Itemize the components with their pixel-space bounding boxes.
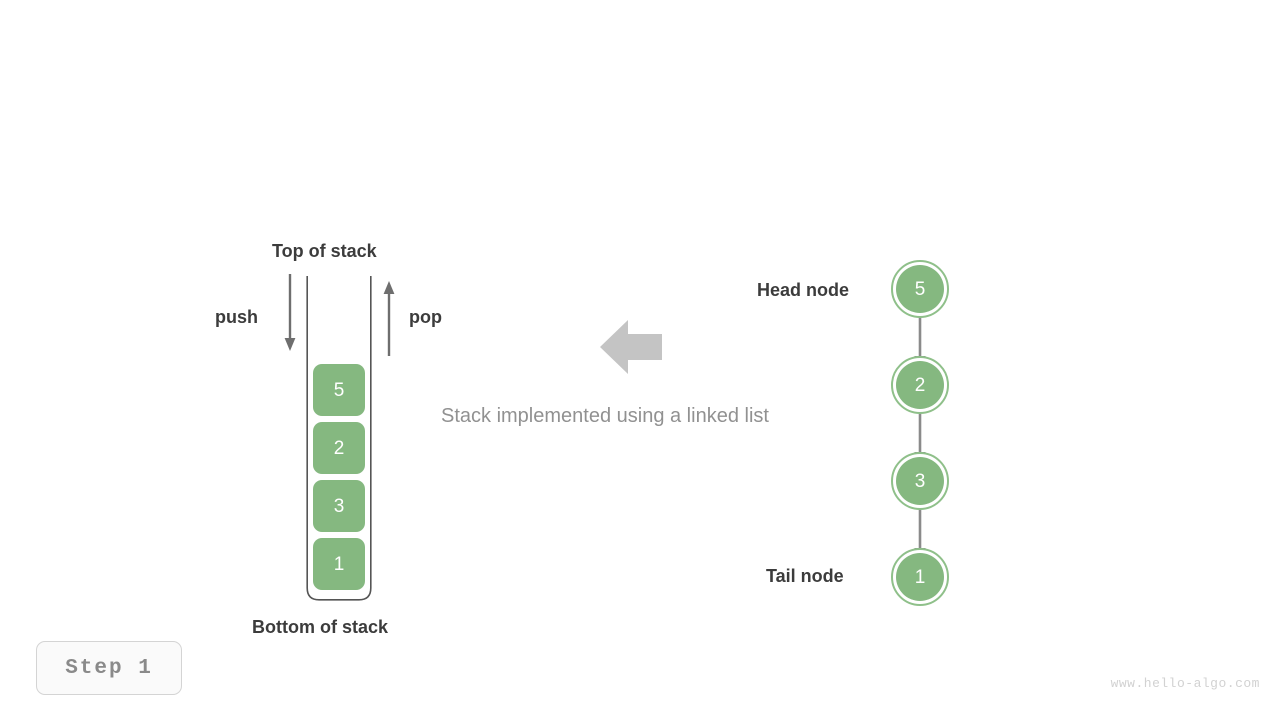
top-of-stack-label: Top of stack — [272, 241, 377, 261]
linked-list-node[interactable]: 2 — [891, 356, 949, 414]
bottom-of-stack-label: Bottom of stack — [252, 617, 389, 637]
left-arrow-icon — [600, 320, 662, 374]
diagram-caption: Stack implemented using a linked list — [441, 405, 769, 427]
stack-item[interactable]: 2 — [313, 422, 365, 474]
head-node-label: Head node — [757, 280, 850, 300]
node-value: 5 — [896, 265, 944, 313]
stack-item[interactable]: 1 — [313, 538, 365, 590]
step-badge: Step 1 — [36, 641, 182, 695]
node-value: 2 — [896, 361, 944, 409]
linked-list-node[interactable]: 5 — [891, 260, 949, 318]
stack-item-value: 2 — [333, 437, 345, 459]
push-label: push — [215, 307, 258, 327]
stack-container — [306, 276, 372, 601]
pop-arrow-icon — [383, 281, 395, 356]
stack-item[interactable]: 5 — [313, 364, 365, 416]
stack-item-value: 3 — [333, 495, 345, 517]
tail-node-label: Tail node — [766, 566, 844, 586]
linked-list-node[interactable]: 3 — [891, 452, 949, 510]
node-value: 3 — [896, 457, 944, 505]
pop-label: pop — [409, 307, 442, 327]
watermark: www.hello-algo.com — [1110, 676, 1260, 691]
linked-list-node[interactable]: 1 — [891, 548, 949, 606]
stack-item[interactable]: 3 — [313, 480, 365, 532]
stack-item-value: 5 — [333, 379, 345, 401]
node-value: 1 — [896, 553, 944, 601]
stack-item-value: 1 — [333, 553, 345, 575]
push-arrow-icon — [284, 274, 296, 351]
